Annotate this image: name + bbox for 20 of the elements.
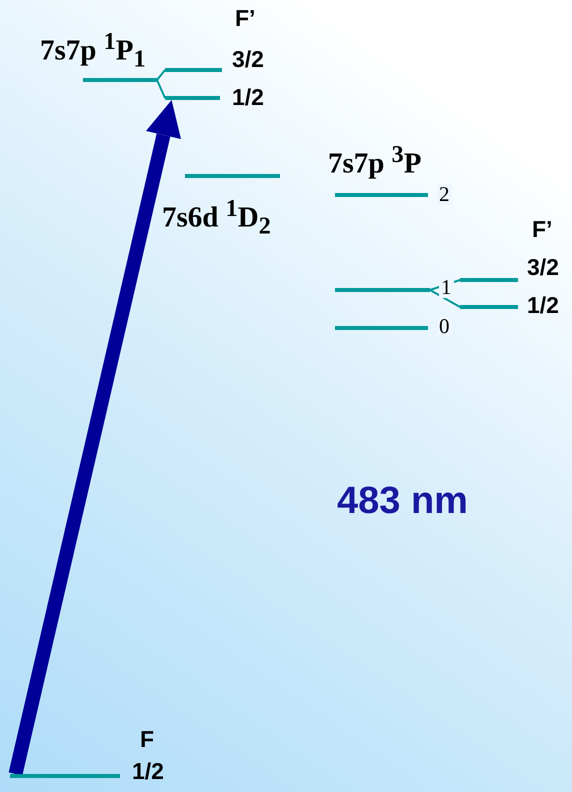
splitting-line bbox=[156, 69, 166, 81]
transition-arrow bbox=[8, 100, 182, 776]
quantum-number-label: F bbox=[140, 728, 154, 751]
splitting-line bbox=[430, 279, 460, 291]
quantum-number-label: 1/2 bbox=[232, 86, 264, 109]
quantum-number-label: 3/2 bbox=[527, 256, 559, 279]
level-number: 1 bbox=[439, 277, 454, 298]
term-symbol: 7s6d $^{1}$D$_{2}$ bbox=[162, 197, 271, 239]
level-number: 2 bbox=[437, 184, 452, 205]
quantum-number-label: 1/2 bbox=[527, 294, 559, 317]
splitting-line bbox=[156, 80, 166, 98]
level-number: 0 bbox=[437, 316, 452, 337]
wavelength-label: 483 nm bbox=[337, 482, 468, 520]
quantum-number-label: 1/2 bbox=[132, 760, 164, 783]
term-symbol: 7s7p $^{3}$P bbox=[328, 143, 422, 179]
prime-label: F’ bbox=[532, 218, 552, 241]
term-symbol: 7s7p $^{1}$P$_{1}$ bbox=[40, 30, 146, 72]
splitting-line bbox=[430, 289, 460, 308]
quantum-number-label: 3/2 bbox=[232, 48, 264, 71]
prime-label: F’ bbox=[235, 7, 256, 30]
